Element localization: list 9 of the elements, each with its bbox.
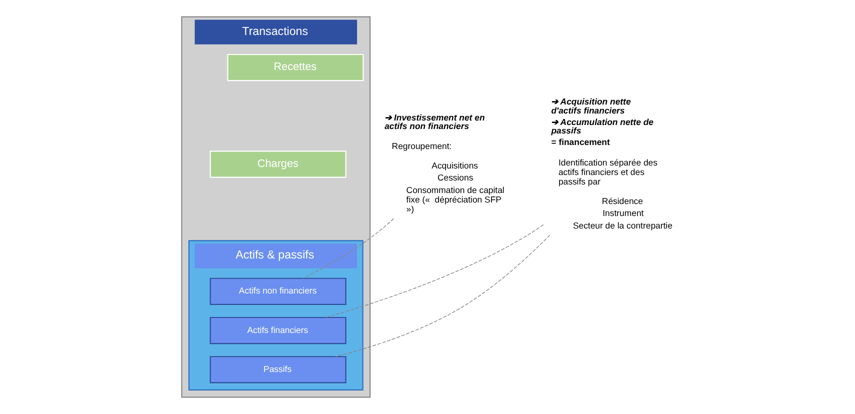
node-text: ➔ Investissement net en actifs non financiers Regroupement: Acquisitions Cessions Consommation de capital fixe (« dépréciation SFP ») [384, 112, 504, 214]
connector [335, 234, 550, 357]
node-box: Passifs [210, 356, 346, 384]
node-box: Recettes [227, 54, 364, 82]
connector [302, 218, 394, 279]
node-box: Actifs non financiers [210, 278, 346, 305]
node-box: Actifs financiers [210, 316, 346, 344]
node-text: ➔ Acquisition nette d'actifs financiers ➔ Accumulation nette de passifs = financement Identification séparée des actifs financiers et des passifs par Résidence Instrument Secteur de la contrepartie [551, 96, 672, 230]
node-box: Charges [210, 150, 346, 178]
